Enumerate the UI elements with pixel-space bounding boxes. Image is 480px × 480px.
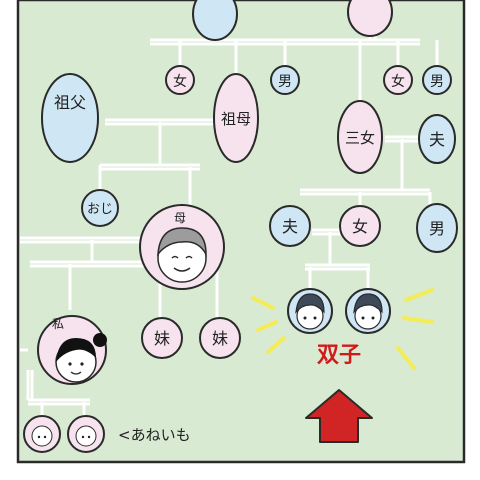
node-label: 妹 [212, 329, 228, 348]
node-male-top2: 男 [422, 65, 452, 95]
node-man-mid: 男 [416, 203, 458, 253]
node-label: おじ [87, 202, 113, 217]
node-label: 男 [429, 219, 445, 238]
node-husband-mid: 夫 [269, 205, 311, 247]
grandfather-label-line: 祖父 [54, 93, 86, 112]
node-label: 夫 [429, 130, 445, 149]
node-male-top1: 男 [270, 65, 300, 95]
niece-note: <あねいも [118, 426, 191, 444]
node-label: 妹 [154, 329, 170, 348]
panel-border [16, 0, 466, 464]
node-label: 男 [430, 74, 444, 90]
node-twin-2 [345, 288, 391, 334]
mother-hair [157, 227, 207, 257]
me-hair [56, 338, 96, 362]
top-oval-left [192, 0, 238, 41]
twins-label: 双子 [317, 343, 361, 368]
mother-label: 母 [174, 211, 186, 225]
node-label: 夫 [282, 217, 298, 236]
node-woman-mid: 女 [339, 205, 381, 247]
grandfather-label: 祖父 [54, 93, 86, 112]
node-label: 女 [173, 73, 187, 90]
node-label: 女 [352, 217, 368, 236]
sparkle-lines [251, 288, 434, 370]
me-label: 私 [52, 317, 64, 331]
top-oval-right [347, 0, 393, 37]
node-child-2 [67, 415, 105, 453]
node-twin-1 [287, 288, 333, 334]
node-sister-1: 妹 [141, 317, 183, 359]
grandmother-label: 祖母 [221, 110, 251, 128]
node-label: 女 [391, 73, 405, 90]
node-grandmother: 祖母 [213, 73, 259, 163]
node-husband-top: 夫 [418, 114, 456, 164]
node-female-top1: 女 [165, 65, 195, 95]
node-label: 男 [278, 74, 292, 90]
node-sister-2: 妹 [199, 317, 241, 359]
red-arrow-icon [305, 389, 373, 443]
node-mother: 母 [139, 204, 225, 290]
node-third-daughter: 三女 [337, 100, 383, 174]
node-grandfather: 祖父 [41, 73, 99, 163]
node-me: 私 [37, 315, 107, 385]
node-female-top2: 女 [383, 65, 413, 95]
node-uncle: おじ [81, 189, 119, 227]
node-child-1 [23, 415, 61, 453]
me-hair-bun [93, 333, 107, 347]
third-daughter-label: 三女 [345, 129, 375, 147]
